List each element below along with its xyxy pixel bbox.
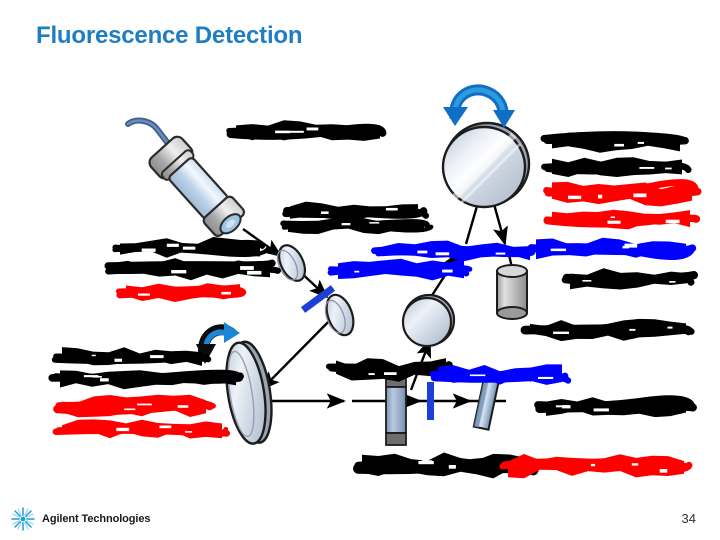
redacted-text-mark [104,256,281,283]
redacted-text-mark [541,154,692,180]
redacted-text-mark [527,234,697,262]
redacted-text-mark [534,394,697,420]
exit-plate-icon [472,374,501,431]
focusing-lens-1-icon [276,244,307,282]
redacted-text-mark [53,392,216,420]
redacted-text-mark [371,237,536,264]
laser-source-icon [125,117,246,237]
redacted-text-mark [226,118,387,144]
brand-name: Agilent Technologies [42,513,151,525]
rotation-arrow-top-icon [443,84,515,128]
redacted-text-mark [280,213,434,237]
collection-lens-icon [401,293,456,348]
page-number: 34 [681,511,696,526]
redacted-text-mark [429,362,572,388]
redacted-text-mark [540,128,689,155]
large-lens-left-icon [225,340,273,445]
agilent-starburst-icon [10,506,36,532]
redacted-text-mark [282,199,430,224]
redacted-text-mark [543,179,702,208]
filter-1-icon [300,285,336,313]
redacted-text-mark [116,280,247,305]
redacted-text-mark [520,316,695,343]
redacted-text-mark [499,452,693,480]
detector-cylinder-icon [496,264,528,320]
redacted-text-mark [112,234,270,260]
page-title: Fluorescence Detection [36,22,303,49]
redacted-text-mark [52,416,231,441]
redacted-text-mark [51,344,212,369]
redacted-text-mark [48,366,244,392]
slit-filter-icon [427,382,434,420]
redacted-text-mark [543,206,701,232]
focusing-lens-2-icon [324,293,355,337]
redacted-text-mark [327,256,473,284]
footer-brand: Agilent Technologies [10,506,151,532]
rotating-mirror-top-icon [441,121,531,209]
redacted-text-mark [561,266,698,292]
